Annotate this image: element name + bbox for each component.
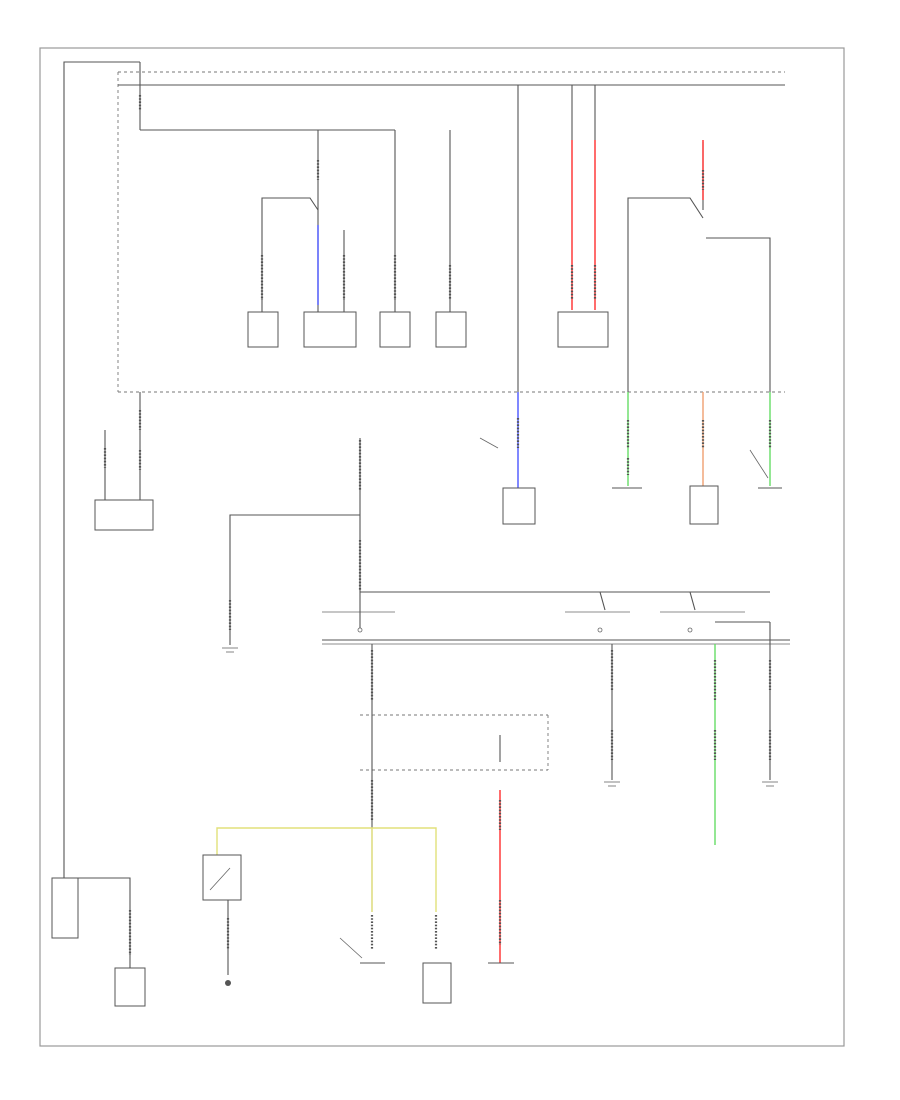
ac-relay <box>435 311 467 348</box>
underhood-fuse-box <box>117 71 785 393</box>
starter <box>114 967 146 1007</box>
condenser-relay <box>502 487 536 525</box>
pgm-fi-main-relay <box>303 311 357 348</box>
connector-markers-top <box>138 95 705 300</box>
headlight-relay <box>557 311 609 348</box>
alternator <box>94 499 154 531</box>
battery-cable <box>63 61 140 878</box>
clock <box>689 485 719 525</box>
cooling-relay <box>379 311 411 348</box>
clutch-switch <box>202 854 242 901</box>
under-dash-fuse-box <box>360 714 549 771</box>
fuel-pump-relay <box>247 311 279 348</box>
horn <box>422 962 452 1004</box>
starter-cut-connector <box>225 980 231 986</box>
battery <box>51 877 79 939</box>
page-frame <box>39 47 845 1047</box>
wire-yellow <box>216 827 437 912</box>
